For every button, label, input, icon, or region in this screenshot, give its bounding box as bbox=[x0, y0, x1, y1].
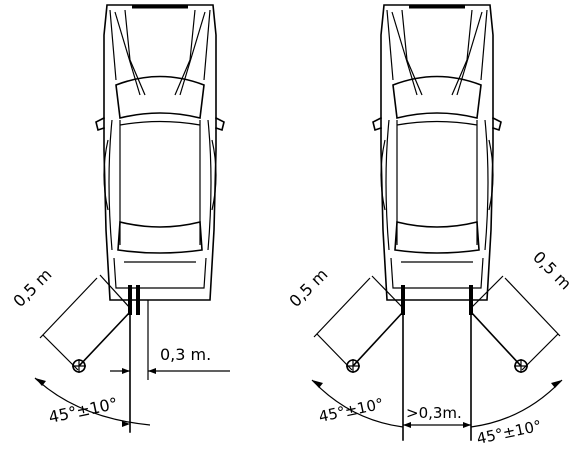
angle-label-left: 45°±10° bbox=[47, 394, 120, 427]
gap-label-right: >0,3m. bbox=[406, 404, 462, 422]
eye-point-icon bbox=[72, 359, 86, 373]
eye-point-icon bbox=[346, 359, 360, 373]
car-top-view-left bbox=[94, 3, 226, 302]
distance-label-right-a: 0,5 m bbox=[285, 265, 331, 311]
angle-arc-right-a bbox=[311, 379, 404, 428]
sight-line-right-a bbox=[351, 310, 405, 368]
gap-label-left: 0,3 m. bbox=[160, 345, 211, 364]
sight-line-left bbox=[77, 310, 132, 368]
rear-marker-right bbox=[401, 285, 473, 315]
angle-arc-left bbox=[34, 377, 151, 426]
angle-arc-right-b bbox=[470, 379, 563, 428]
left-diagram: 0,5 m 0,3 m. 45°±10° bbox=[9, 3, 230, 433]
distance-label-left: 0,5 m bbox=[9, 265, 55, 311]
right-diagram: 0,5 m 0,5 m >0,3m. 45°±10° 45°±10° bbox=[285, 3, 574, 448]
sight-line-right-b bbox=[469, 310, 523, 368]
distance-label-right-b: 0,5 m bbox=[529, 247, 574, 293]
eye-point-icon bbox=[514, 359, 528, 373]
car-top-view-right bbox=[371, 3, 503, 302]
angle-label-right-b: 45°±10° bbox=[475, 417, 543, 448]
